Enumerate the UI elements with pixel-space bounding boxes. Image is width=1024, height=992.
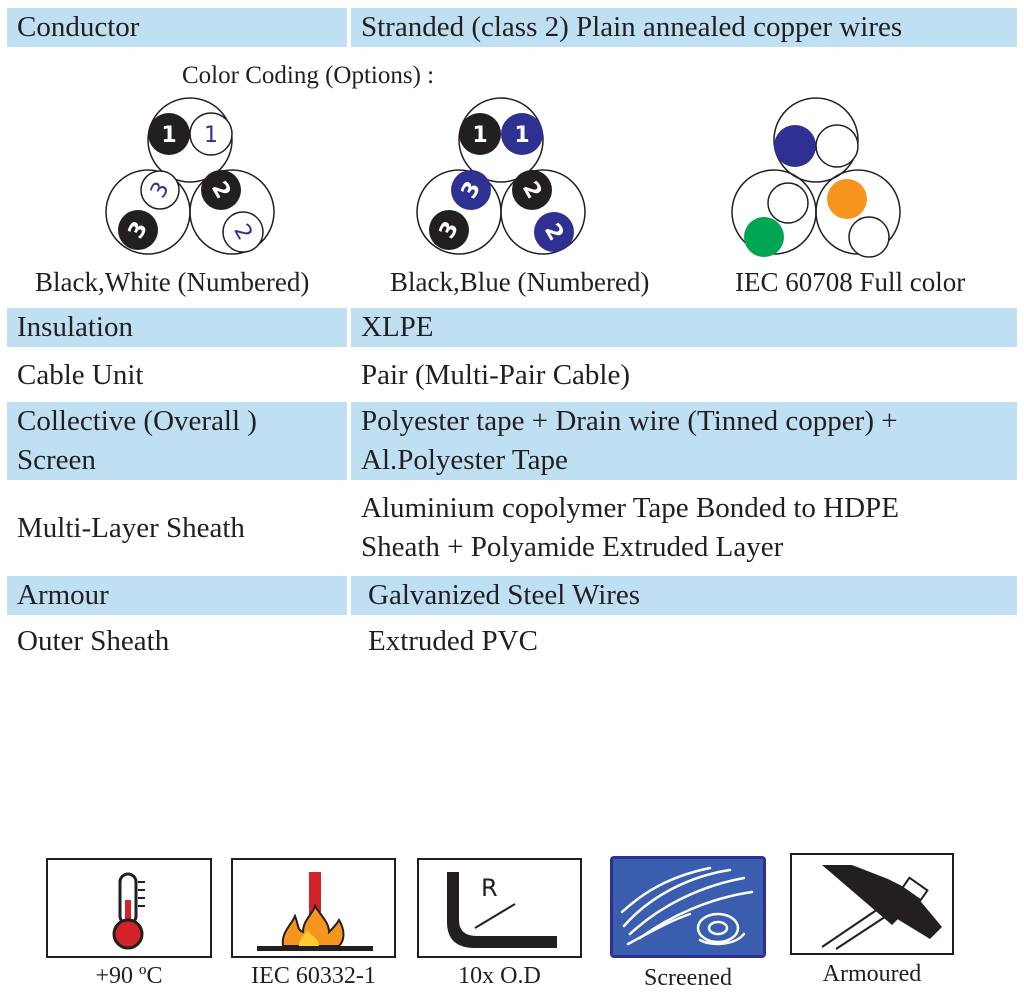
armour-label: Armour xyxy=(7,576,347,615)
cable-unit-value: Pair (Multi-Pair Cable) xyxy=(361,359,631,391)
conductor-number-1a: 1 xyxy=(472,123,487,148)
screened-box xyxy=(610,856,766,958)
color-coding-black-blue-diagram: 1 1 3 3 2 2 xyxy=(416,97,586,255)
caption-black-blue: Black,Blue (Numbered) xyxy=(390,267,650,297)
outer-sheath-value: Extruded PVC xyxy=(368,625,538,657)
armour-value: Galvanized Steel Wires xyxy=(351,576,1017,615)
row-collective-screen: Collective (Overall ) Screen Polyester t… xyxy=(7,402,1017,480)
caption-black-white: Black,White (Numbered) xyxy=(35,267,310,297)
cable-unit-label: Cable Unit xyxy=(17,359,144,391)
color-coding-black-white-diagram: 1 1 3 3 2 2 xyxy=(105,97,275,255)
screen-value-line-1: Polyester tape + Drain wire (Tinned copp… xyxy=(361,405,898,437)
bend-radius-icon: R xyxy=(447,872,557,948)
conductor-value: Stranded (class 2) Plain annealed copper… xyxy=(351,8,1017,47)
color-coding-iec-full-color-diagram xyxy=(731,97,901,258)
temperature-label: +90 ºC xyxy=(95,963,163,989)
caption-iec-full-color: IEC 60708 Full color xyxy=(735,267,966,297)
insulation-label: Insulation xyxy=(7,308,347,347)
row-cable-unit: Cable Unit Pair (Multi-Pair Cable) xyxy=(7,356,1017,395)
screen-label-line-2: Screen xyxy=(17,444,96,476)
screen-label-line-1: Collective (Overall ) xyxy=(17,405,257,437)
row-insulation: Insulation XLPE xyxy=(7,308,1017,347)
flame-label: IEC 60332-1 xyxy=(251,963,376,989)
bend-radius-box: R xyxy=(417,858,582,958)
flame-box xyxy=(231,858,396,958)
color-coding-title: Color Coding (Options) : xyxy=(182,62,435,89)
outer-sheath-label: Outer Sheath xyxy=(17,625,170,657)
armoured-label: Armoured xyxy=(822,961,922,987)
screened-label: Screened xyxy=(644,965,732,991)
conductor-number-1b: 1 xyxy=(514,123,529,148)
temperature-box xyxy=(46,858,212,958)
flame-icon xyxy=(257,872,373,951)
screen-value-line-2: Al.Polyester Tape xyxy=(361,444,568,476)
armoured-box xyxy=(790,853,954,955)
screened-icon xyxy=(613,859,763,955)
row-armour: Armour Galvanized Steel Wires xyxy=(7,576,1017,615)
row-multi-layer-sheath: Multi-Layer Sheath Aluminium copolymer T… xyxy=(7,489,1017,567)
row-outer-sheath: Outer Sheath Extruded PVC xyxy=(7,622,1017,661)
row-conductor: Conductor Stranded (class 2) Plain annea… xyxy=(7,8,1017,47)
sheath-value-line-2: Sheath + Polyamide Extruded Layer xyxy=(361,531,784,563)
insulation-value: XLPE xyxy=(351,308,1017,347)
sheath-label: Multi-Layer Sheath xyxy=(17,511,245,544)
conductor-label: Conductor xyxy=(7,8,347,47)
bend-radius-label: 10x O.D xyxy=(458,963,541,989)
armoured-icon xyxy=(821,865,942,950)
thermometer-icon xyxy=(112,872,145,950)
conductor-number-1a: 1 xyxy=(161,123,176,148)
conductor-number-1b: 1 xyxy=(204,123,218,148)
radius-r-glyph: R xyxy=(481,874,498,902)
sheath-value-line-1: Aluminium copolymer Tape Bonded to HDPE xyxy=(361,492,899,524)
